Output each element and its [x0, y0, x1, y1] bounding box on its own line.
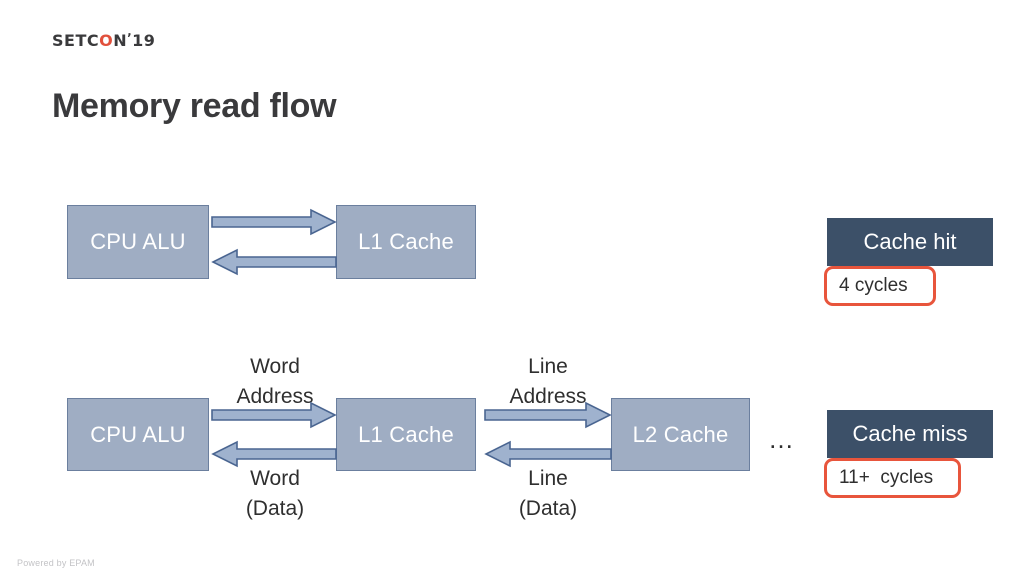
caption-line-data: Line (Data): [486, 464, 610, 525]
logo-part2: N: [113, 31, 128, 50]
node-cpu-alu-row2: CPU ALU: [67, 398, 209, 471]
caption-word-address-line2: Address: [236, 385, 314, 409]
callout-cache-hit-title: Cache hit: [827, 218, 993, 266]
caption-line-address-line2: Address: [509, 385, 587, 409]
arrow-l1-to-cpu-row2: [211, 440, 337, 468]
node-l2-cache-row2: L2 Cache: [611, 398, 750, 471]
logo-accent-letter: O: [99, 31, 114, 50]
arrow-cpu-to-l1-row2: [211, 401, 337, 429]
arrow-l1-to-l2-row2: [484, 401, 612, 429]
arrow-l2-to-l1-row2: [484, 440, 612, 468]
caption-word-data: Word (Data): [213, 464, 337, 525]
page-title: Memory read flow: [52, 87, 337, 125]
caption-line-address: Line Address: [486, 352, 610, 413]
logo-part1: SETC: [52, 31, 100, 50]
logo-apostrophe: ʼ: [127, 31, 133, 45]
ellipsis-more-levels: …: [768, 424, 796, 454]
caption-line-data-line1: Line: [528, 467, 568, 490]
caption-line-data-line2: (Data): [518, 497, 578, 521]
callout-cache-miss-cycles: 11+ cycles: [824, 458, 961, 498]
caption-word-data-line1: Word: [250, 467, 300, 490]
caption-word-address-line1: Word: [250, 355, 300, 378]
caption-line-address-line1: Line: [528, 355, 568, 378]
caption-word-address: Word Address: [213, 352, 337, 413]
caption-word-data-line2: (Data): [245, 497, 305, 521]
node-l1-cache-row1: L1 Cache: [336, 205, 476, 279]
callout-cache-hit-cycles: 4 cycles: [824, 266, 936, 306]
logo-year: 19: [132, 31, 156, 50]
footer-credit: Powered by EPAM: [17, 558, 95, 568]
arrow-l1-to-cpu-row1: [211, 248, 337, 276]
setcon-logo: SETCONʼ19: [52, 31, 156, 50]
node-cpu-alu-row1: CPU ALU: [67, 205, 209, 279]
callout-cache-miss-title: Cache miss: [827, 410, 993, 458]
node-l1-cache-row2: L1 Cache: [336, 398, 476, 471]
arrow-cpu-to-l1-row1: [211, 208, 337, 236]
